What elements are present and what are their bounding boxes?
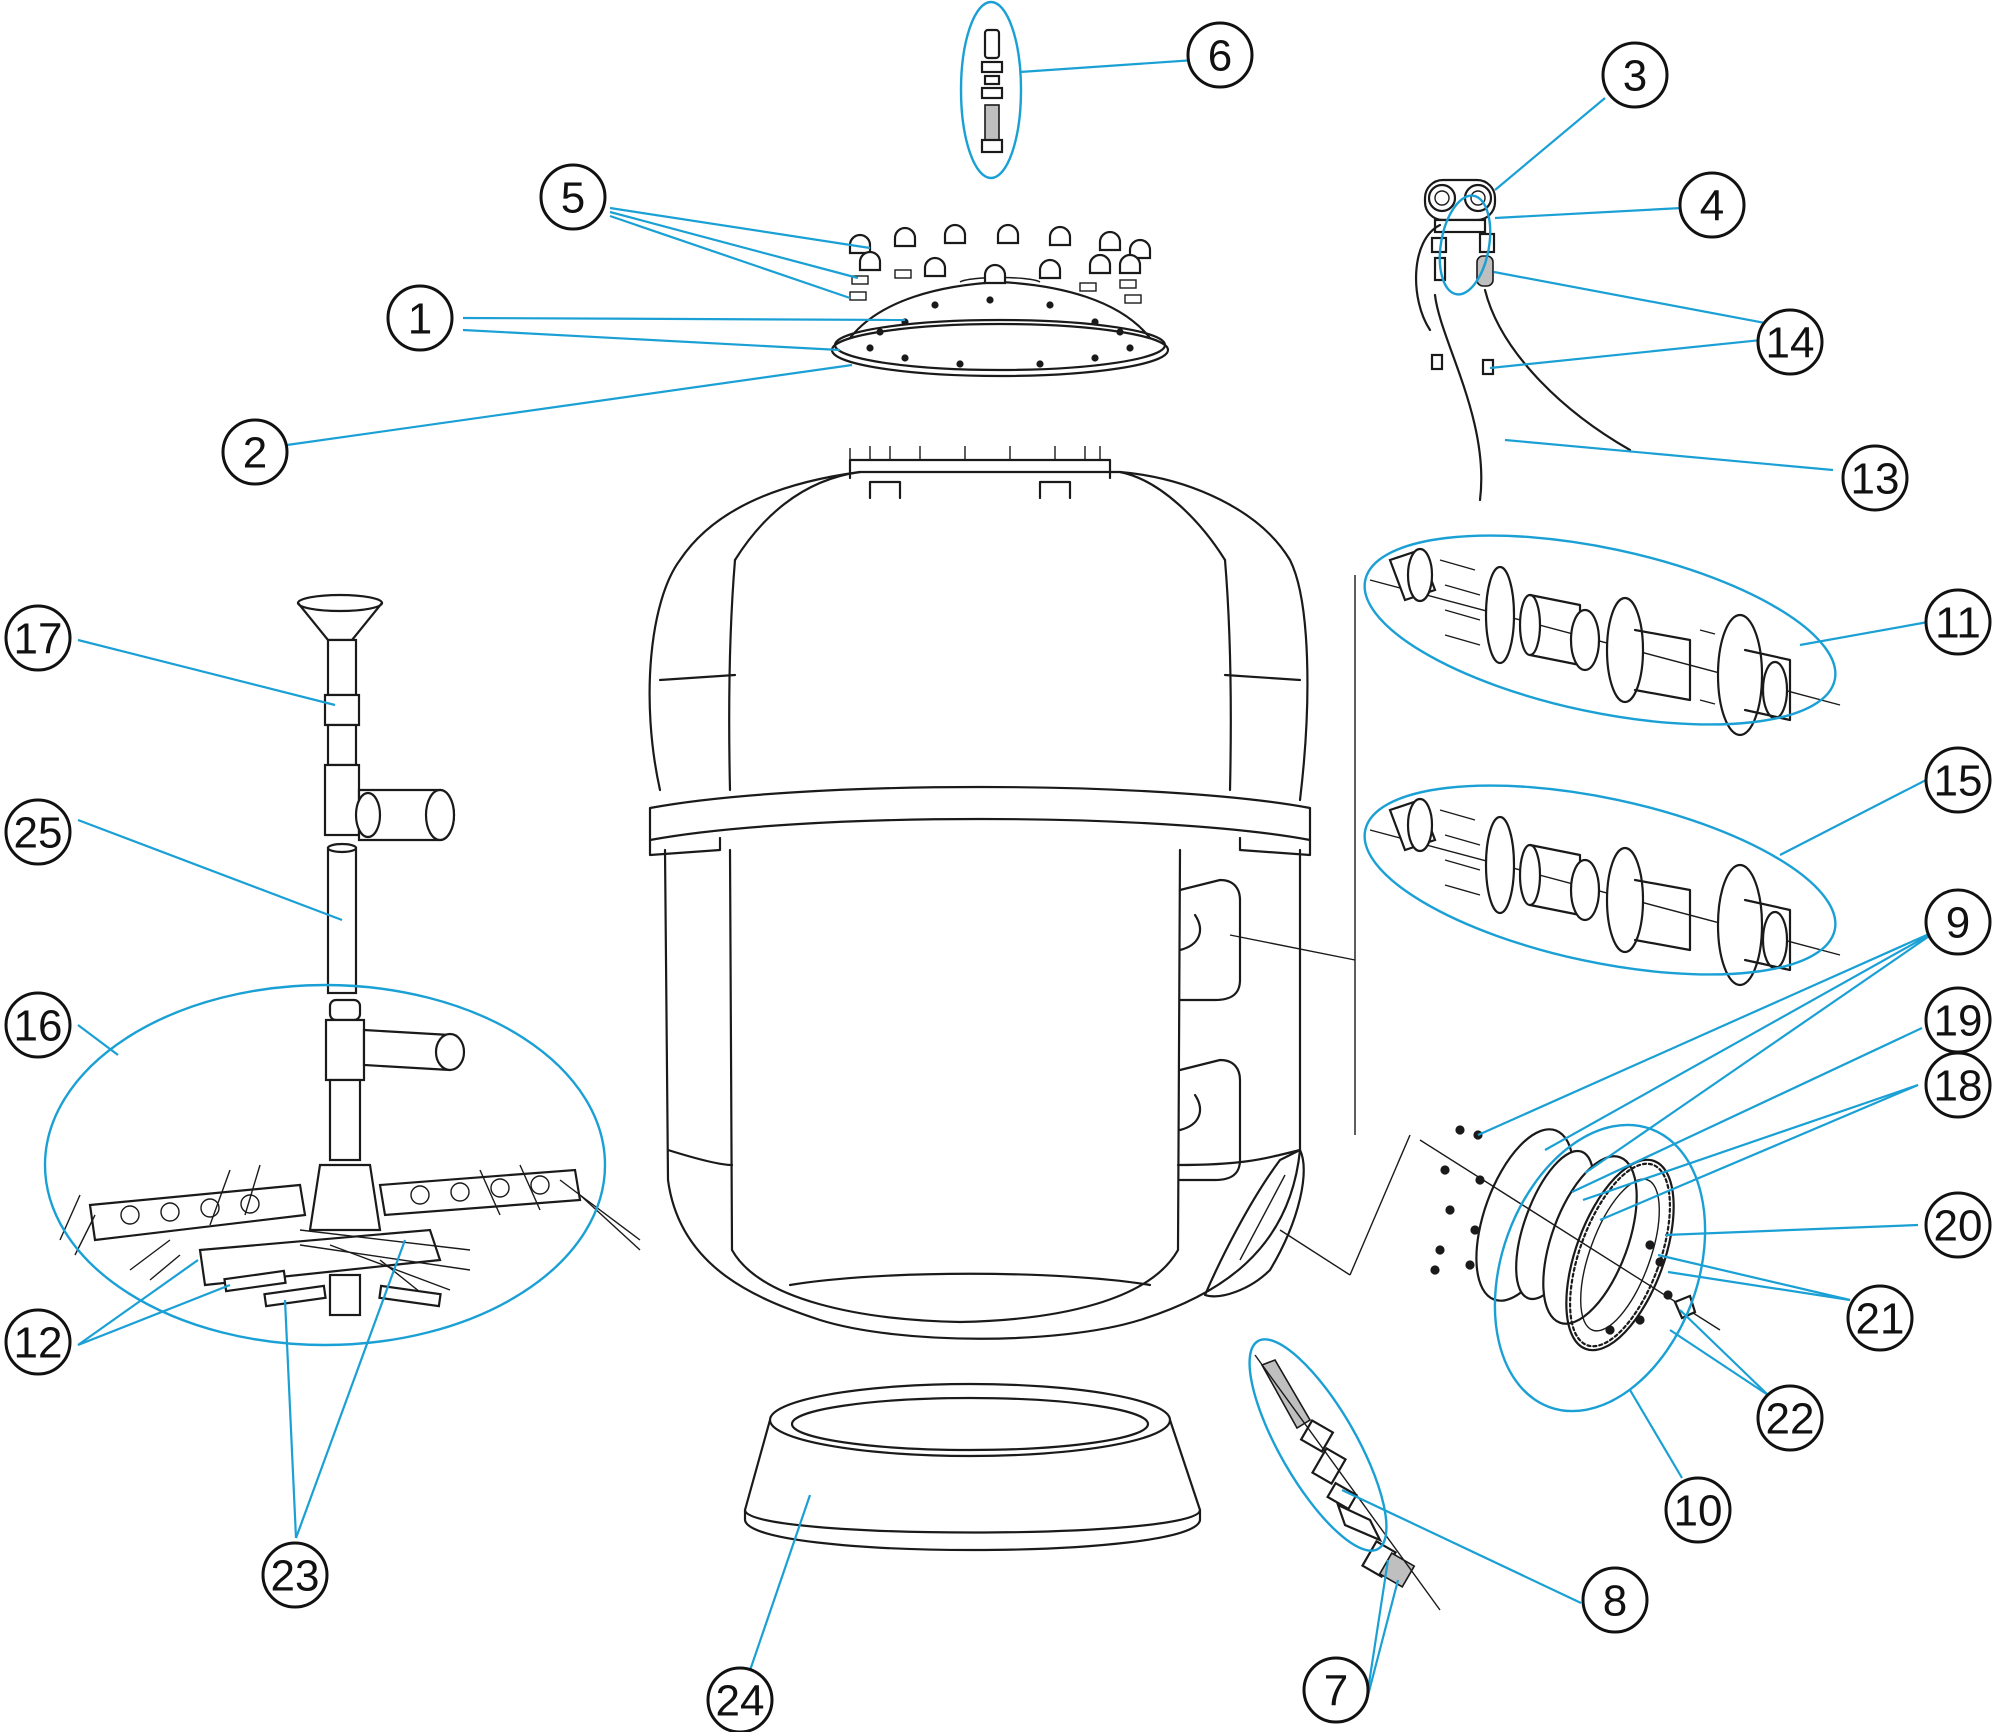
callout-number: 14 [1766, 319, 1815, 368]
callout-balloons: 1234567891011121314151617181920212223242… [4, 21, 1992, 1732]
callout-14: 14 [1756, 308, 1824, 376]
callout-circle [221, 418, 289, 486]
port-connector-lines [1229, 575, 1411, 1276]
callout-circle [706, 1666, 774, 1732]
callout-number: 1 [408, 295, 432, 344]
callout-21: 21 [1846, 1284, 1914, 1352]
callout-24: 24 [706, 1666, 774, 1732]
callout-20: 20 [1924, 1191, 1992, 1259]
callout-circle [1924, 1191, 1992, 1259]
callout-12: 12 [4, 1308, 72, 1376]
callout-15: 15 [1924, 746, 1992, 814]
callout-circle [1924, 588, 1992, 656]
callout-8: 8 [1581, 1566, 1649, 1634]
callout-5: 5 [539, 163, 607, 231]
callout-number: 13 [1851, 455, 1900, 504]
callout-circle [4, 604, 72, 672]
callout-number: 12 [14, 1319, 63, 1368]
callout-19: 19 [1924, 986, 1992, 1054]
flange-assembly-upper [1369, 547, 1841, 737]
callout-7: 7 [1302, 1656, 1370, 1724]
callout-circle [1841, 444, 1909, 512]
callout-number: 23 [271, 1552, 320, 1601]
callout-number: 8 [1603, 1577, 1627, 1626]
callout-circle [539, 163, 607, 231]
air-bleed-valve [980, 28, 1004, 154]
callout-circle [1924, 746, 1992, 814]
callout-number: 6 [1208, 32, 1232, 81]
callout-circle [1186, 21, 1254, 89]
callout-circle [386, 284, 454, 352]
callout-number: 25 [14, 809, 63, 858]
tank-base [743, 1382, 1202, 1552]
drain-assembly [1254, 1354, 1441, 1611]
callout-circle [1924, 888, 1992, 956]
callout-circle [1924, 986, 1992, 1054]
callout-23: 23 [261, 1541, 329, 1609]
callout-2: 2 [221, 418, 289, 486]
callout-circle [1678, 171, 1746, 239]
callout-circle [261, 1541, 329, 1609]
callout-circle [4, 991, 72, 1059]
callout-18: 18 [1924, 1051, 1992, 1119]
callout-circle [1581, 1566, 1649, 1634]
callout-6: 6 [1186, 21, 1254, 89]
manhole-cover-assembly [1419, 1125, 1721, 1352]
callout-number: 10 [1674, 1487, 1723, 1536]
callout-circle [1601, 41, 1669, 109]
callout-3: 3 [1601, 41, 1669, 109]
callout-number: 20 [1934, 1202, 1983, 1251]
callout-22: 22 [1756, 1384, 1824, 1452]
callout-number: 17 [14, 615, 63, 664]
callout-10: 10 [1664, 1476, 1732, 1544]
callout-number: 11 [1935, 599, 1981, 648]
callout-25: 25 [4, 798, 72, 866]
collector-pipe [296, 593, 456, 995]
callout-number: 3 [1623, 52, 1647, 101]
callout-number: 19 [1934, 997, 1983, 1046]
callout-number: 21 [1856, 1295, 1905, 1344]
callout-circle [1664, 1476, 1732, 1544]
callout-circle [1756, 1384, 1824, 1452]
callout-number: 24 [716, 1677, 765, 1726]
flange-assembly-lower [1369, 797, 1841, 987]
callout-number: 5 [561, 174, 585, 223]
callout-9: 9 [1924, 888, 1992, 956]
callout-number: 9 [1946, 899, 1970, 948]
callout-circle [4, 1308, 72, 1376]
callout-number: 4 [1700, 182, 1724, 231]
callout-number: 7 [1324, 1667, 1348, 1716]
callout-4: 4 [1678, 171, 1746, 239]
leader-lines [77, 58, 1939, 1704]
callout-number: 16 [14, 1002, 63, 1051]
callout-circle [1846, 1284, 1914, 1352]
lateral-hub-assembly [59, 998, 641, 1317]
callout-13: 13 [1841, 444, 1909, 512]
callout-number: 15 [1934, 757, 1983, 806]
callout-number: 22 [1766, 1395, 1815, 1444]
group-outlines [43, 0, 1837, 1552]
callout-16: 16 [4, 991, 72, 1059]
callout-number: 18 [1934, 1062, 1983, 1111]
callout-circle [1302, 1656, 1370, 1724]
callout-1: 1 [386, 284, 454, 352]
pressure-gauge-panel [1415, 178, 1632, 502]
top-lid-assembly [830, 223, 1170, 378]
callout-circle [4, 798, 72, 866]
filter-tank [648, 446, 1312, 1340]
callout-11: 11 [1924, 588, 1992, 656]
callout-number: 2 [243, 429, 267, 478]
callout-17: 17 [4, 604, 72, 672]
callout-circle [1756, 308, 1824, 376]
